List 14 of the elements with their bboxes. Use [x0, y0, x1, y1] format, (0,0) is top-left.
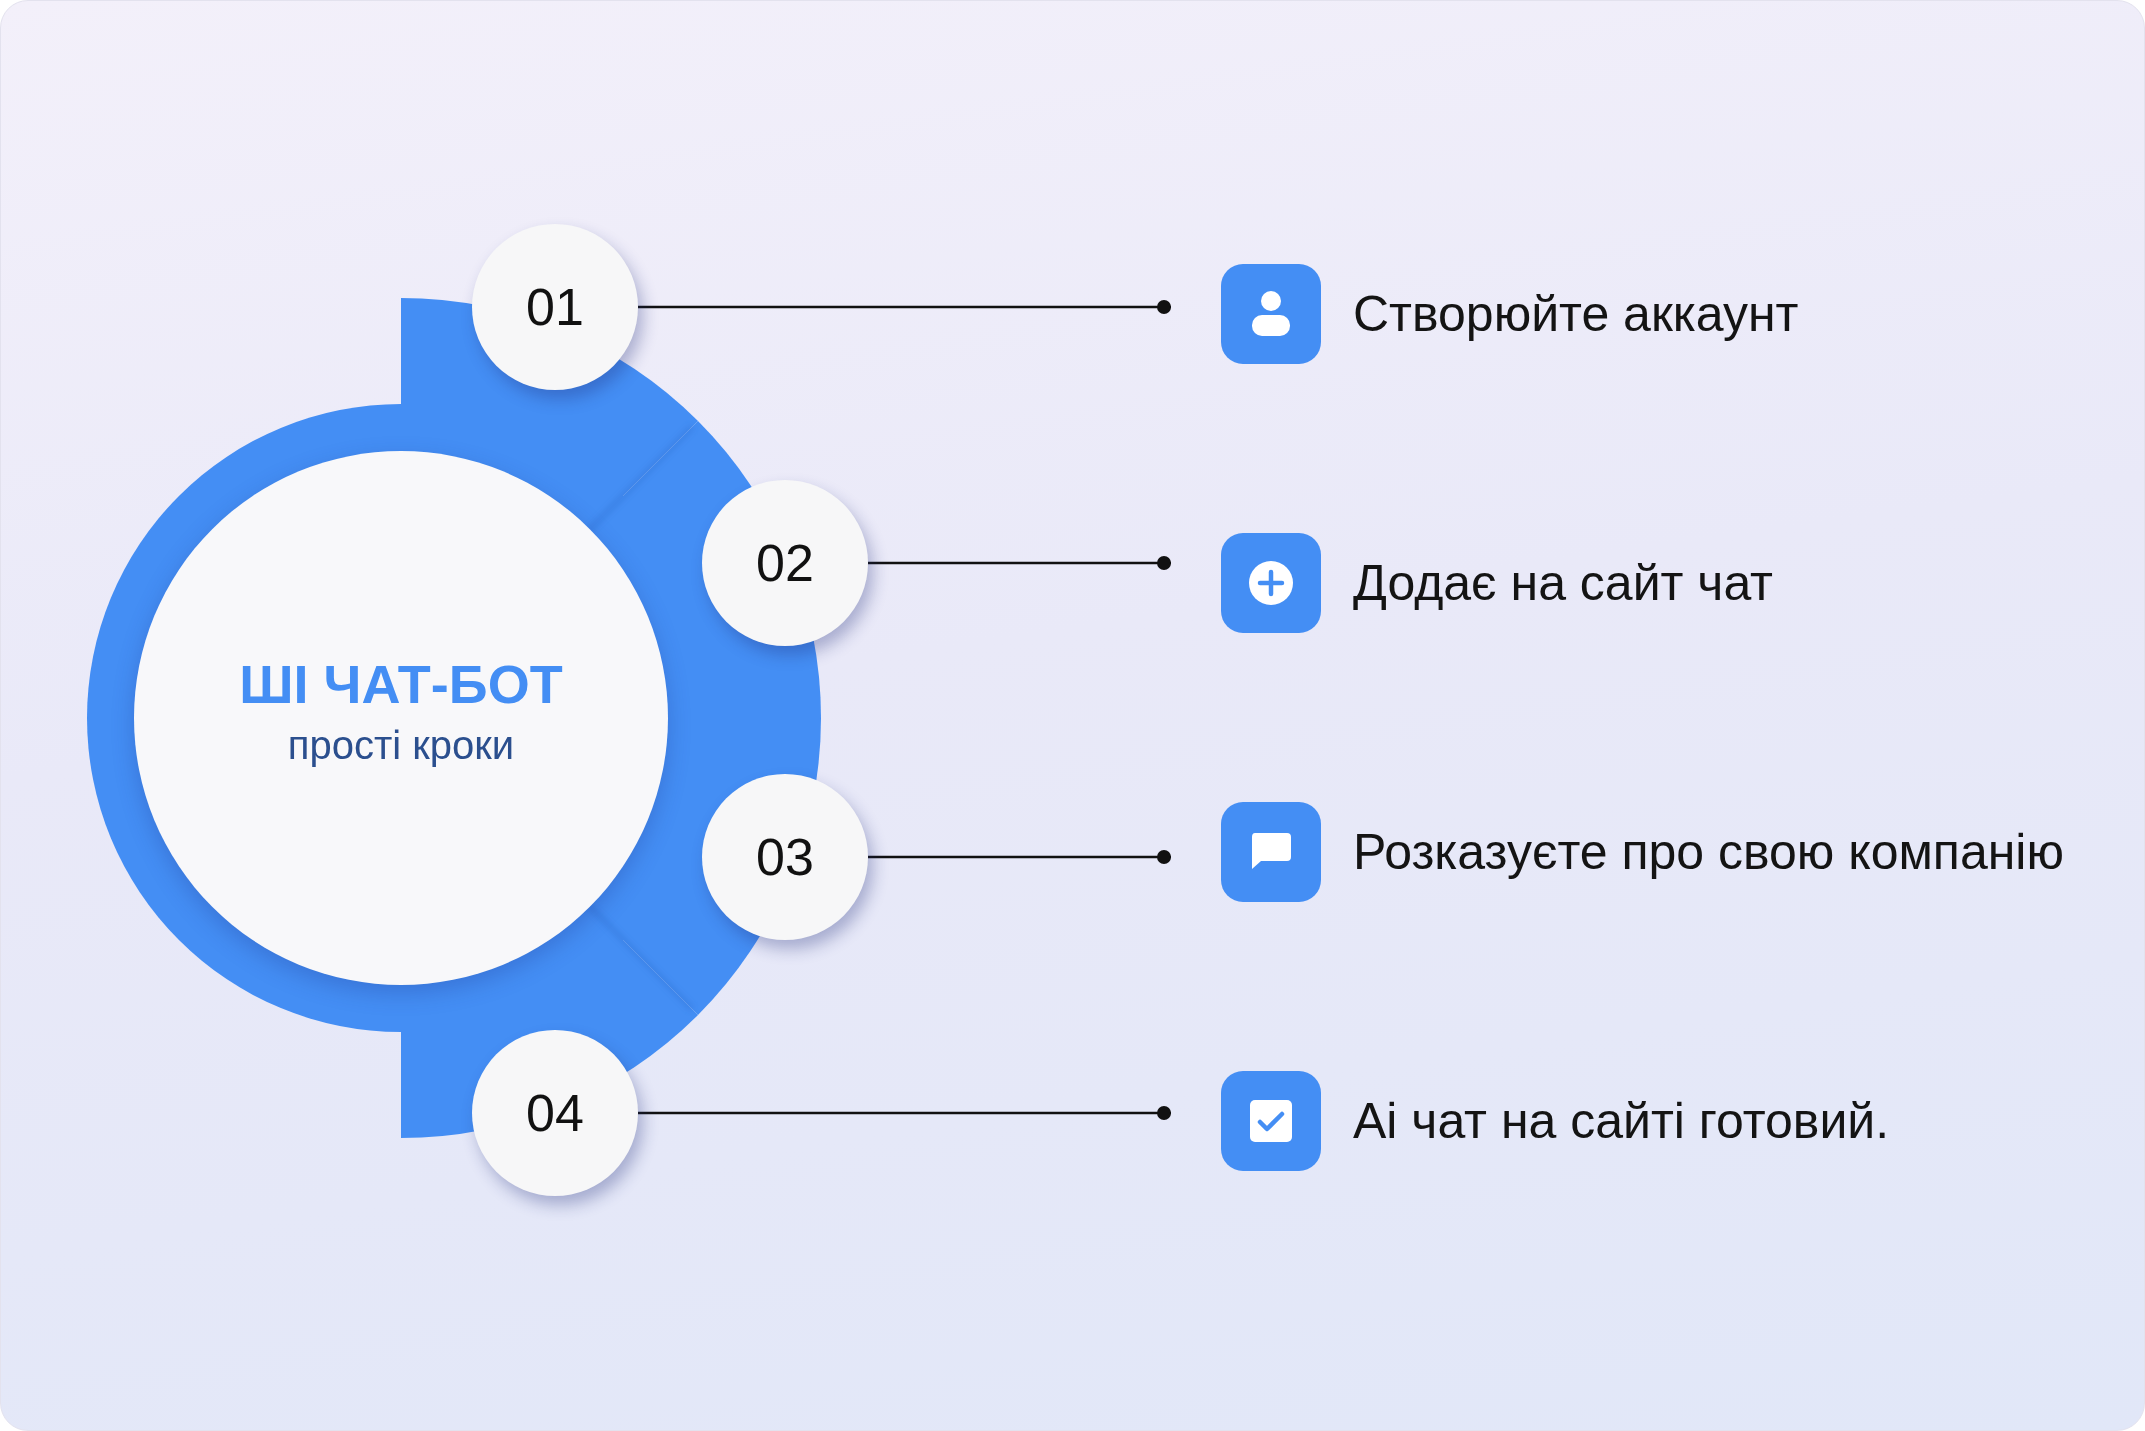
step-text: Додає на сайт чат — [1353, 554, 1774, 613]
step-text: Аі чат на сайті готовий. — [1353, 1092, 1890, 1151]
connector-line — [868, 850, 1171, 864]
step-number: 03 — [756, 827, 814, 887]
connector-line — [868, 556, 1171, 570]
step-number: 02 — [756, 533, 814, 593]
step-number: 01 — [526, 277, 584, 337]
step-text: Розказуєте про свою компанію — [1353, 823, 2064, 882]
connector-line — [638, 1106, 1171, 1120]
heading-text: ШІ ЧАТ-БОТ — [239, 654, 563, 714]
step-text: Створюйте аккаунт — [1353, 285, 1799, 344]
connector-line — [638, 300, 1171, 314]
subtitle-text: прості кроки — [287, 722, 515, 768]
step-number: 04 — [526, 1083, 584, 1143]
